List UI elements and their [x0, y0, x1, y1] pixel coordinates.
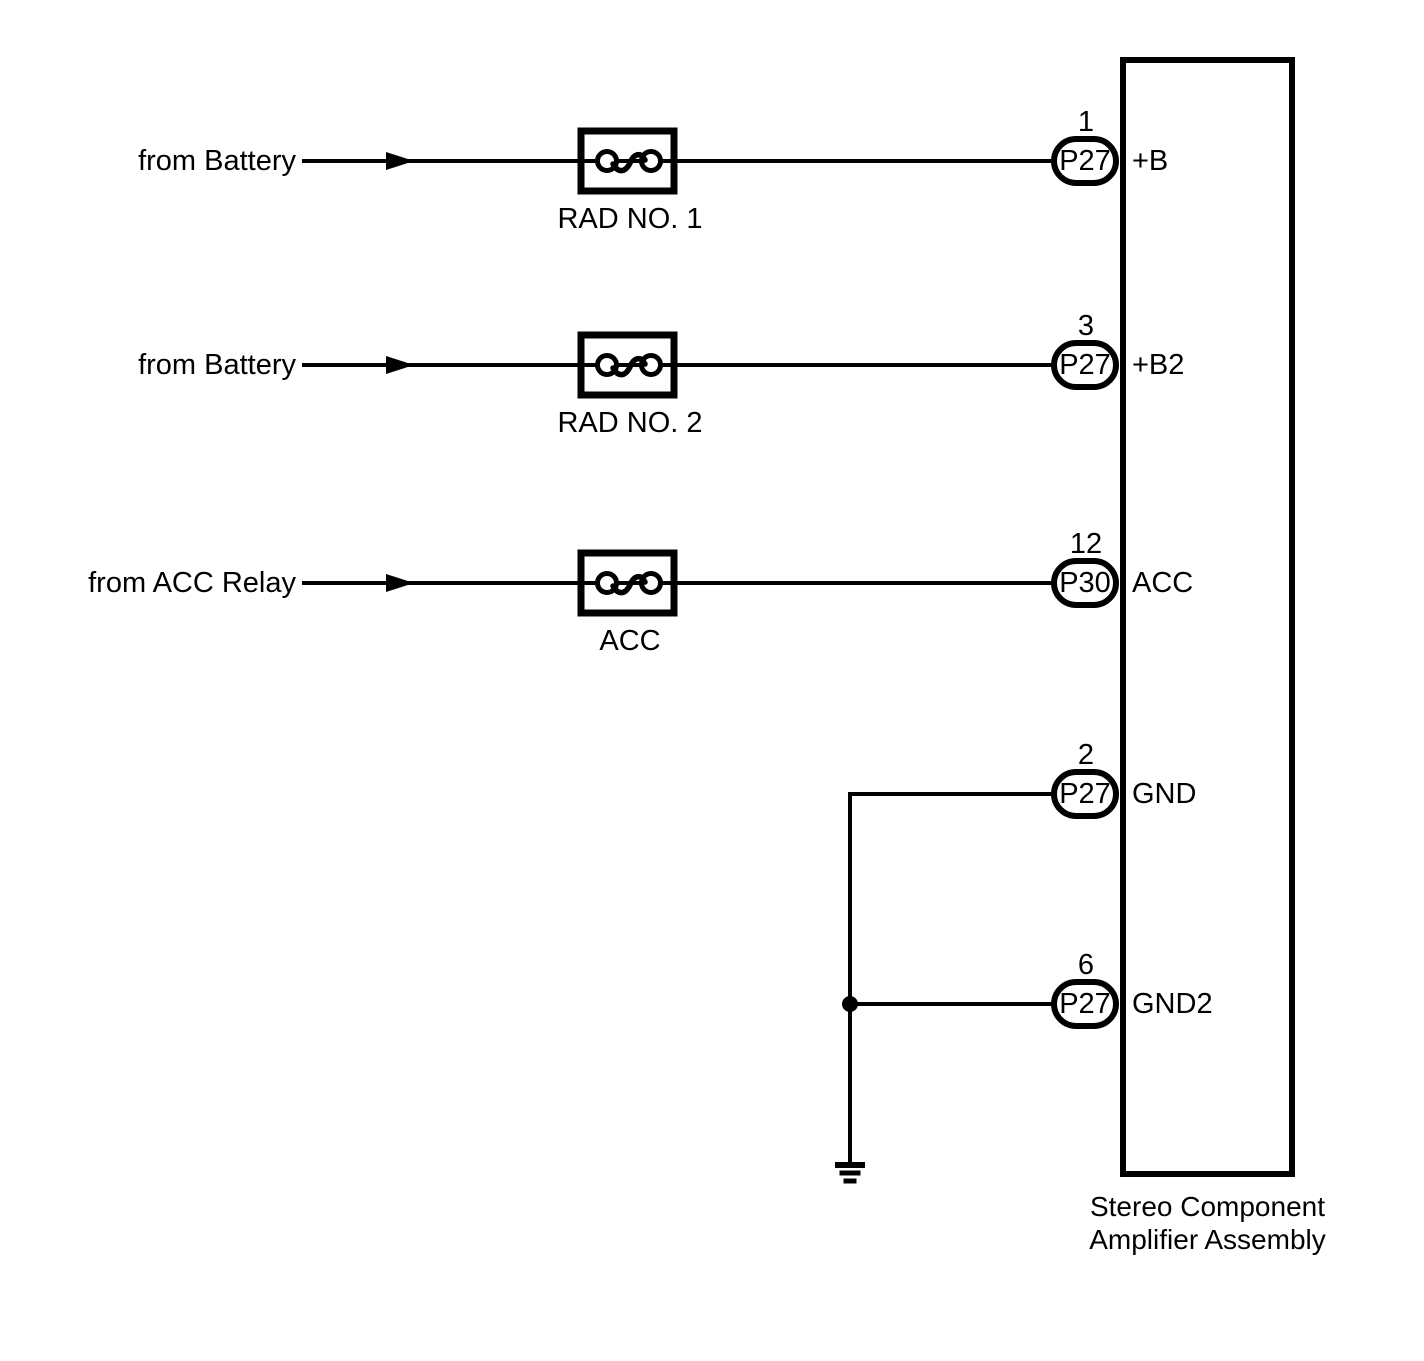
- connector-oval: P27: [1051, 979, 1119, 1029]
- junction-dot: [842, 996, 858, 1012]
- fuse-icon: [639, 571, 663, 595]
- fuse-icon: [610, 574, 648, 596]
- pin-number: 3: [1077, 310, 1095, 342]
- terminal-label: GND: [1132, 778, 1197, 810]
- flow-arrow-icon: [386, 574, 414, 592]
- fuse-icon: [610, 356, 648, 378]
- source-label: from Battery: [138, 145, 296, 177]
- fuse-label: RAD NO. 2: [557, 407, 703, 439]
- flow-arrow-icon: [386, 152, 414, 170]
- fuse-label: ACC: [599, 625, 661, 657]
- terminal-label: GND2: [1132, 988, 1213, 1020]
- component-title-line2: Amplifier Assembly: [1089, 1224, 1326, 1255]
- connector-oval: P27: [1051, 136, 1119, 186]
- fuse-icon: [639, 353, 663, 377]
- feed-row-3: [302, 549, 1058, 617]
- terminal-label: +B: [1132, 145, 1169, 177]
- fuse-label: RAD NO. 1: [557, 203, 703, 235]
- terminal-label: +B2: [1132, 349, 1185, 381]
- pin-number: 12: [1069, 528, 1103, 560]
- feed-row-1: [302, 127, 1058, 195]
- source-label: from Battery: [138, 349, 296, 381]
- pin-number: 2: [1077, 739, 1095, 771]
- fuse-icon: [610, 152, 648, 174]
- ground-wiring: [835, 792, 1058, 1184]
- connector-oval: P27: [1051, 769, 1119, 819]
- source-label: from ACC Relay: [88, 567, 296, 599]
- pin-number: 6: [1077, 949, 1095, 981]
- ground-bar: [843, 1178, 857, 1184]
- ground-icon: [835, 1162, 865, 1184]
- amplifier-box: [1120, 57, 1295, 1177]
- feed-row-2: [302, 331, 1058, 399]
- wire: [848, 792, 1058, 1166]
- ground-bar: [835, 1162, 865, 1168]
- terminal-label: ACC: [1132, 567, 1194, 599]
- connector-oval: P27: [1051, 340, 1119, 390]
- flow-arrow-icon: [386, 356, 414, 374]
- fuse-icon: [639, 149, 663, 173]
- component-title-line1: Stereo Component: [1089, 1191, 1326, 1222]
- connector-oval: P30: [1051, 558, 1119, 608]
- pin-number: 1: [1077, 106, 1095, 138]
- ground-bar: [839, 1170, 861, 1176]
